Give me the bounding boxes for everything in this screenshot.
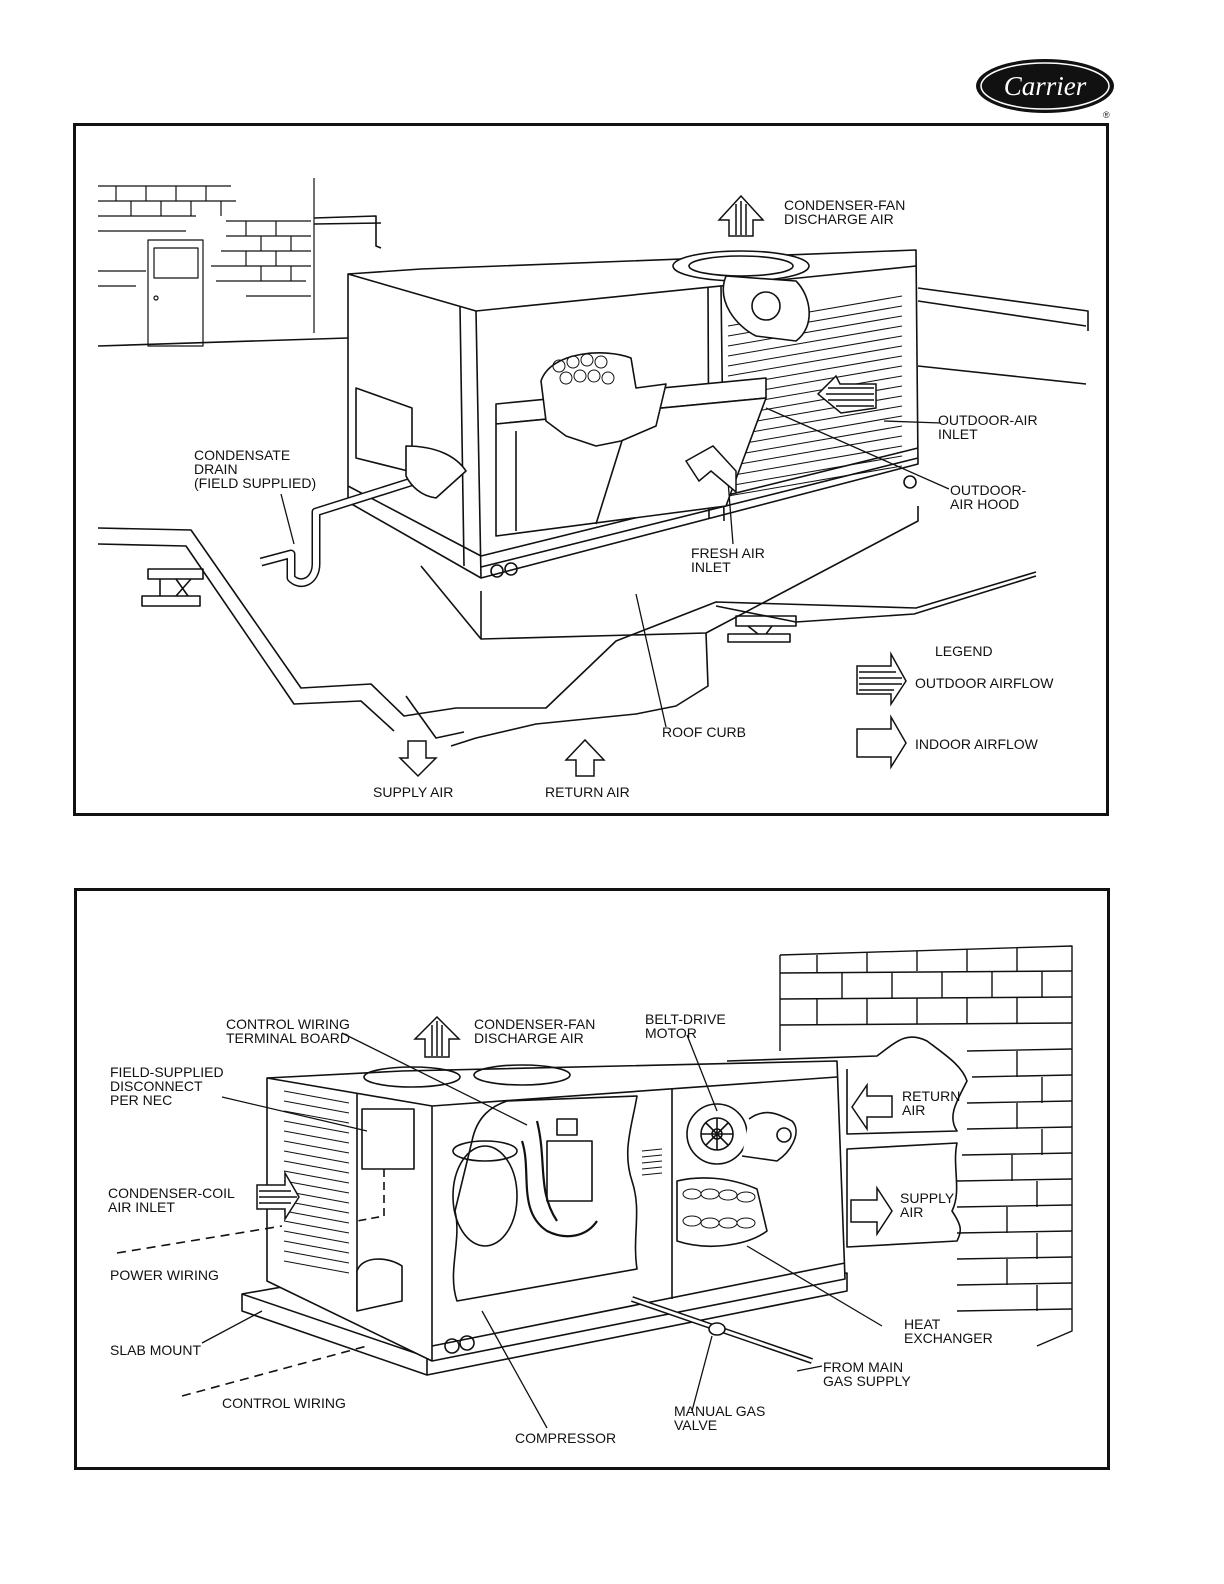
unit-components-diagram: CONTROL WIRING TERMINAL BOARD CONDENSER-… — [74, 888, 1110, 1470]
legend-outdoor-airflow: OUTDOOR AIRFLOW — [915, 675, 1054, 691]
roof-curb-shape — [405, 506, 919, 747]
label-compressor: COMPRESSOR — [515, 1430, 617, 1446]
ductwork — [726, 1036, 968, 1248]
legend-indoor-airflow-arrow — [856, 714, 907, 770]
label-control-wiring: CONTROL WIRING — [222, 1395, 346, 1411]
label-outdoor-air-hood: OUTDOOR- AIR HOOD — [950, 482, 1027, 512]
logo-text: Carrier — [1004, 71, 1087, 101]
unit-cabinet — [347, 249, 919, 579]
label-belt-drive-motor: BELT-DRIVE MOTOR — [645, 1011, 726, 1041]
legend-outdoor-airflow-arrow — [856, 651, 907, 707]
label-supply-air: SUPPLY AIR — [373, 784, 454, 800]
label-condenser-fan-discharge-air-bottom: CONDENSER-FAN DISCHARGE AIR — [474, 1016, 596, 1046]
condenser-fan-discharge-arrow-bottom — [413, 1015, 461, 1058]
label-supply-air-bottom: SUPPLY AIR — [900, 1190, 955, 1220]
leader-lines — [280, 407, 950, 728]
label-condenser-coil-air-inlet: CONDENSER-COIL AIR INLET — [108, 1185, 235, 1215]
label-fresh-air-inlet: FRESH AIR INLET — [691, 545, 765, 575]
rooftop-installation-diagram: CONDENSER-FAN DISCHARGE AIR OUTDOOR-AIR … — [73, 123, 1109, 816]
condenser-fan-discharge-arrow — [717, 194, 765, 237]
label-heat-exchanger: HEAT EXCHANGER — [904, 1316, 993, 1346]
carrier-logo: Carrier ® — [975, 58, 1120, 120]
roof-parapet — [97, 215, 1089, 385]
leader-lines-bottom — [201, 1032, 883, 1429]
unit-cutaway-illustration — [116, 945, 1073, 1429]
return-air-arrow — [564, 738, 606, 777]
wiring-dashed — [116, 1225, 368, 1397]
label-return-air-bottom: RETURN AIR — [902, 1088, 961, 1118]
legend-title: LEGEND — [935, 643, 993, 659]
label-control-wiring-terminal-board: CONTROL WIRING TERMINAL BOARD — [226, 1016, 350, 1046]
unit-cabinet-bottom — [266, 1060, 846, 1362]
label-field-supplied-disconnect: FIELD-SUPPLIED DISCONNECT PER NEC — [110, 1064, 224, 1108]
label-roof-curb: ROOF CURB — [662, 724, 746, 740]
label-condenser-fan-discharge-air: CONDENSER-FAN DISCHARGE AIR — [784, 197, 906, 227]
label-from-main-gas-supply: FROM MAIN GAS SUPPLY — [823, 1359, 911, 1389]
logo-registered-mark: ® — [1103, 110, 1110, 120]
rooftop-unit-illustration — [97, 178, 1089, 778]
label-slab-mount: SLAB MOUNT — [110, 1342, 202, 1358]
roof-deck — [97, 527, 1037, 732]
return-air-arrow-bottom — [851, 1082, 893, 1132]
label-power-wiring: POWER WIRING — [110, 1267, 219, 1283]
label-return-air: RETURN AIR — [545, 784, 630, 800]
label-outdoor-air-inlet: OUTDOOR-AIR INLET — [938, 412, 1038, 442]
brick-wall-right — [779, 945, 1073, 1347]
gas-supply-pipe — [631, 1296, 813, 1364]
supply-air-arrow-bottom — [850, 1185, 893, 1237]
label-manual-gas-valve: MANUAL GAS VALVE — [674, 1403, 766, 1433]
brick-wall-left — [98, 178, 315, 347]
condenser-coil-inlet-arrow — [256, 1170, 300, 1222]
label-condensate-drain: CONDENSATE DRAIN (FIELD SUPPLIED) — [194, 447, 317, 491]
fresh-air-inlet-arrow — [684, 445, 737, 494]
supply-air-arrow — [398, 740, 438, 778]
condensate-drain-pipe — [259, 445, 467, 587]
legend-indoor-airflow: INDOOR AIRFLOW — [915, 736, 1038, 752]
outdoor-air-inlet-arrow — [816, 374, 877, 414]
